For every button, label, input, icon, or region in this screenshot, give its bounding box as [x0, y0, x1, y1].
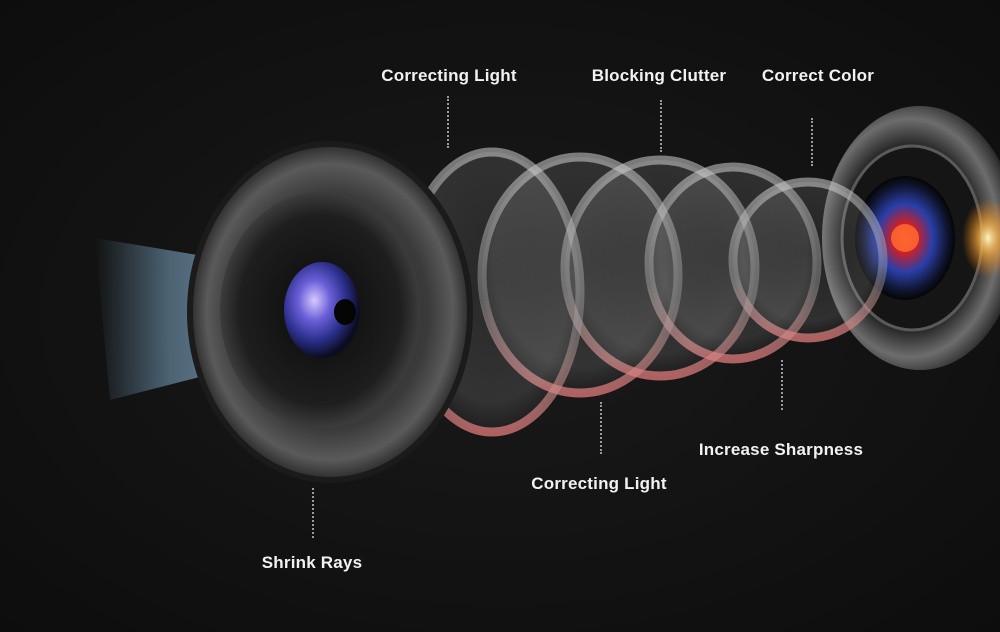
label-blocking-clutter: Blocking Clutter — [592, 66, 727, 86]
label-correct-color: Correct Color — [762, 66, 874, 86]
lens-elements — [404, 152, 883, 432]
leader-line-shrink-rays — [312, 488, 314, 538]
label-correcting-light-bottom: Correcting Light — [531, 474, 666, 494]
label-increase-sharpness: Increase Sharpness — [699, 440, 863, 460]
front-lens-body — [190, 144, 470, 480]
leader-line-blocking-clutter — [660, 100, 662, 152]
label-correcting-light-top: Correcting Light — [381, 66, 516, 86]
label-shrink-rays: Shrink Rays — [262, 553, 362, 573]
leader-line-correcting-light-top — [447, 96, 449, 148]
leader-line-correct-color — [811, 118, 813, 166]
leader-line-correcting-light-bottom — [600, 402, 602, 454]
leader-line-increase-sharpness — [781, 360, 783, 410]
